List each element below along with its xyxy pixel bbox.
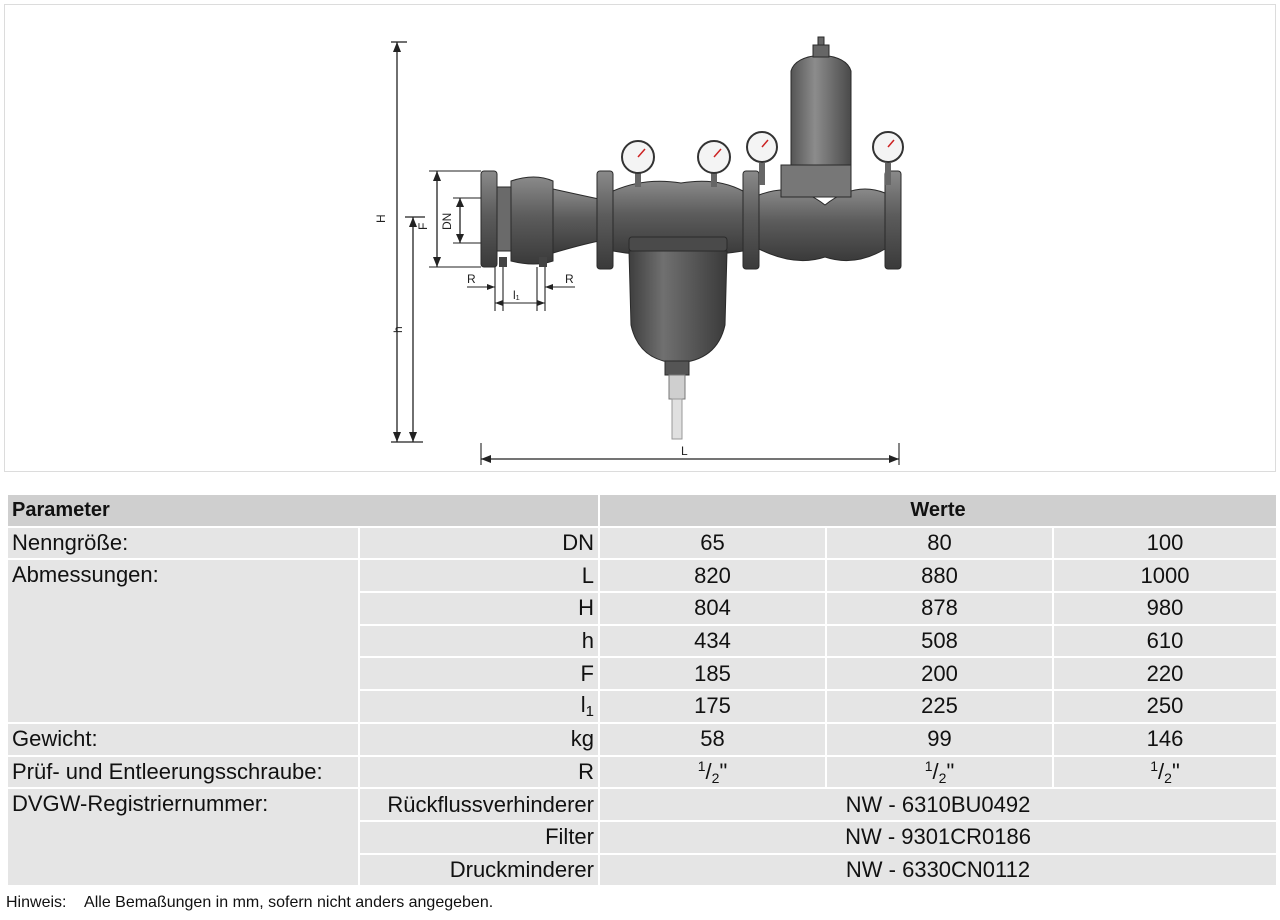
unit-l: l	[580, 691, 586, 717]
table-row: Gewicht: kg 58 99 146	[6, 721, 1279, 757]
cell-value: 1/2"	[598, 754, 827, 790]
dimension-R-l1: R R l₁	[467, 267, 575, 311]
cell-value: 878	[825, 591, 1054, 626]
cell-value: 80	[825, 525, 1054, 561]
row-label-dvgw: DVGW-Registriernummer:	[6, 787, 360, 888]
row-unit: kg	[358, 721, 600, 757]
cell-value: 250	[1051, 689, 1279, 724]
footnote-label: Hinweis:	[6, 894, 67, 911]
row-unit: l1	[358, 689, 600, 724]
cell-value: 880	[825, 558, 1054, 594]
cell-value: 65	[598, 525, 827, 561]
technical-drawing: H h F DN	[4, 4, 1276, 472]
table-row: Druckminderer NW - 6330CN0112	[7, 852, 1279, 888]
cell-value: 146	[1051, 721, 1279, 757]
table-row: Abmessungen: L 820 880 1000	[6, 558, 1279, 724]
fraction-numerator: 1	[697, 757, 706, 774]
fraction-denominator: 2	[1164, 769, 1172, 786]
specification-table: Parameter Werte Nenngröße: DN 65 80 100 …	[6, 493, 1279, 888]
dimension-DN-label: DN	[440, 213, 454, 230]
inch-mark: "	[719, 758, 728, 784]
cell-value: 1/2"	[1051, 754, 1279, 790]
fraction-numerator: 1	[924, 757, 933, 774]
row-label-abmessungen: Abmessungen:	[6, 558, 360, 724]
cell-value: NW - 9301CR0186	[597, 819, 1279, 855]
row-unit: h	[358, 623, 600, 659]
row-unit: Rückflussverhinderer	[358, 787, 600, 822]
cell-value: 610	[1051, 623, 1279, 659]
cell-value: NW - 6310BU0492	[597, 787, 1279, 822]
cell-value: 980	[1051, 591, 1279, 626]
table-row: DVGW-Registriernummer: Rückflussverhinde…	[6, 787, 1279, 888]
dimension-H-label: H	[374, 214, 388, 223]
cell-value: 1000	[1051, 558, 1279, 594]
cell-value: 1/2"	[825, 754, 1054, 790]
row-unit: Filter	[358, 819, 600, 855]
cell-value: 508	[825, 623, 1054, 659]
cell-value: 220	[1051, 656, 1279, 692]
row-unit: H	[358, 591, 600, 626]
dimension-H: H	[374, 41, 423, 443]
fraction-denominator: 2	[711, 769, 720, 786]
valve-assembly-drawing: H h F DN	[374, 36, 904, 465]
cell-value: 225	[825, 689, 1054, 724]
pressure-gauge-4	[872, 131, 904, 185]
table-row: Filter NW - 9301CR0186	[7, 819, 1279, 855]
cell-value: 804	[598, 591, 827, 626]
row-unit: Druckminderer	[358, 852, 600, 888]
cell-value: 820	[598, 558, 827, 594]
table-row: Nenngröße: DN 65 80 100	[6, 525, 1279, 561]
cell-value: 58	[598, 721, 827, 757]
inch-mark: "	[1171, 758, 1180, 784]
cell-value: 185	[598, 656, 827, 692]
dimension-h: h	[391, 216, 425, 442]
pressure-gauge-2	[697, 140, 731, 187]
dimension-R-right-label: R	[565, 272, 574, 286]
pressure-gauge-3	[746, 131, 778, 185]
cell-value: 100	[1051, 525, 1279, 561]
row-unit: DN	[358, 525, 600, 561]
dimension-L-label: L	[681, 444, 688, 458]
row-unit: R	[358, 754, 600, 790]
fraction-denominator: 2	[938, 769, 947, 786]
dimension-R-left-label: R	[467, 272, 476, 286]
table-row: Prüf- und Entleerungsschraube: R 1/2" 1/…	[6, 754, 1279, 790]
unit-l-subscript: 1	[585, 702, 594, 720]
cell-value: NW - 6330CN0112	[597, 852, 1279, 888]
row-label-pruef: Prüf- und Entleerungsschraube:	[6, 754, 360, 790]
table-row: h 434 508 610	[7, 623, 1279, 659]
cell-value: 200	[825, 656, 1054, 692]
cell-value: 99	[825, 721, 1054, 757]
fraction-numerator: 1	[1150, 757, 1159, 774]
pressure-gauge-1	[621, 140, 655, 187]
row-unit: F	[358, 656, 600, 692]
inch-mark: "	[946, 758, 955, 784]
footnote: Hinweis: Alle Bemaßungen in mm, sofern n…	[6, 894, 493, 912]
cell-value: 434	[598, 623, 827, 659]
cell-value: 175	[598, 689, 827, 724]
dimension-l1-label: l₁	[513, 288, 520, 302]
header-parameter: Parameter	[6, 493, 600, 528]
valve-body	[480, 36, 902, 440]
dimension-F: F	[416, 170, 481, 268]
header-werte: Werte	[597, 493, 1279, 528]
dimension-h-label: h	[391, 326, 405, 333]
dimension-F-label: F	[416, 223, 430, 230]
table-row: F 185 200 220	[7, 656, 1279, 692]
dimension-L: L	[480, 443, 900, 465]
dimension-DN: DN	[440, 197, 483, 244]
table-header-row: Parameter Werte	[6, 493, 1279, 528]
footnote-text: Alle Bemaßungen in mm, sofern nicht ande…	[84, 894, 494, 911]
row-label-nenngroesse: Nenngröße:	[6, 525, 360, 561]
table-row: H 804 878 980	[7, 591, 1279, 626]
table-row: l1 175 225 250	[7, 689, 1279, 724]
row-label-gewicht: Gewicht:	[6, 721, 360, 757]
row-unit: L	[358, 558, 600, 594]
